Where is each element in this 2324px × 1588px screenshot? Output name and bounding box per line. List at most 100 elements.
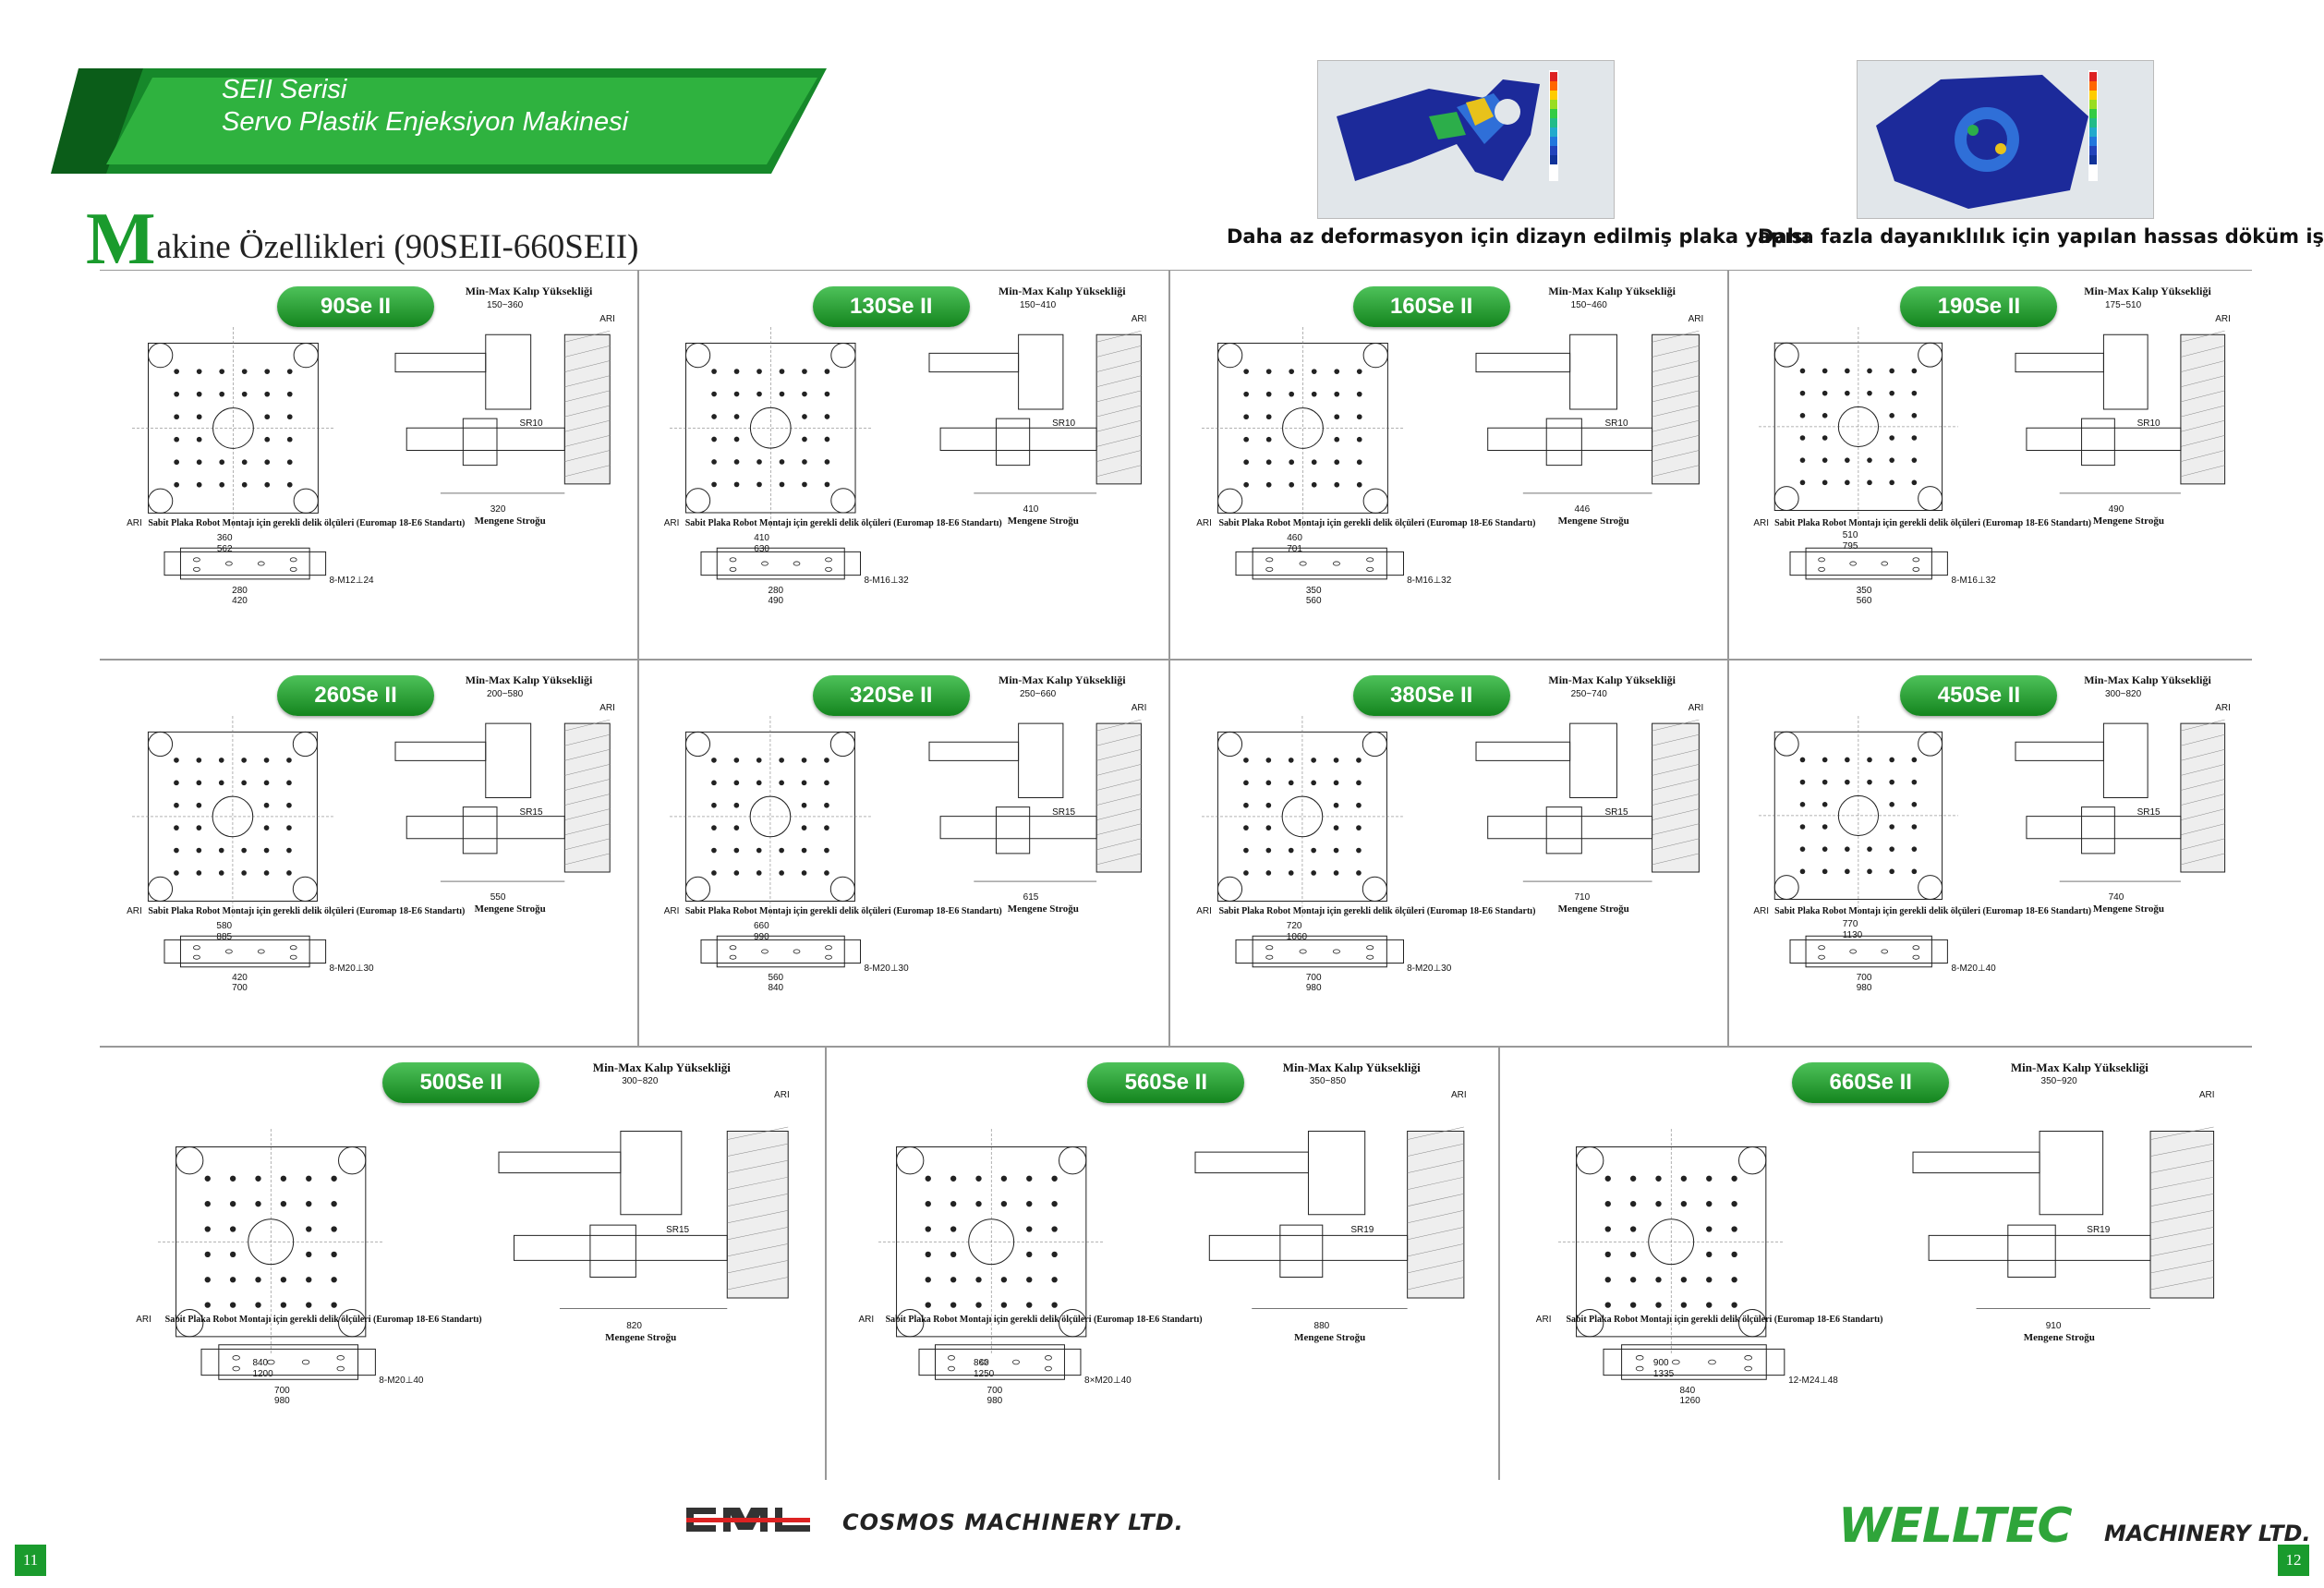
platen-dimension: 1200 — [252, 1369, 273, 1380]
platen-drawing — [1759, 716, 1958, 915]
ari-label: ARI — [1535, 1315, 1552, 1326]
platen-dimension: 562 — [216, 543, 233, 554]
fem-platen-image — [1317, 60, 1615, 219]
clamp-stroke-value: 550 — [490, 892, 506, 903]
grid-divider — [1727, 270, 1729, 1046]
tiebar-dimension: 410 — [754, 532, 769, 543]
page-title-text: akine Özellikleri (90SEII-660SEII) — [156, 228, 639, 266]
robot-dim-a: 420 — [232, 973, 248, 984]
platen-dimension: 885 — [216, 931, 233, 942]
robot-plate-drawing — [164, 932, 326, 971]
grid-divider — [637, 270, 639, 1046]
ari-label: ARI — [2198, 1090, 2215, 1100]
mold-height-range: 200~580 — [487, 689, 524, 699]
grid-divider — [100, 270, 2252, 271]
cml-logo — [679, 1504, 817, 1535]
platen-drawing — [1558, 1129, 1784, 1354]
platen-drawing — [1202, 716, 1403, 917]
sr-label: SR15 — [1052, 806, 1076, 818]
fem-caption-1: Daha az deformasyon için dizayn edilmiş … — [1227, 225, 1810, 248]
mold-height-range: 150~410 — [1020, 300, 1057, 310]
ari-label: ARI — [1450, 1090, 1467, 1100]
ari-label: ARI — [1688, 314, 1704, 324]
clamp-stroke-value: 446 — [1574, 504, 1591, 515]
clamp-stroke-value: 320 — [490, 504, 506, 515]
ari-label: ARI — [1753, 906, 1770, 917]
robot-dim-b: 560 — [1305, 595, 1322, 606]
robot-mount-note: Sabit Plaka Robot Montajı için gerekli d… — [684, 906, 1002, 917]
robot-dim-a: 700 — [986, 1386, 1003, 1397]
robot-plate-drawing — [701, 932, 861, 971]
grid-divider — [1498, 1046, 1500, 1480]
platen-dimension: 795 — [1842, 540, 1858, 552]
robot-mount-note: Sabit Plaka Robot Montajı için gerekli d… — [1218, 906, 1536, 917]
robot-mount-note: Sabit Plaka Robot Montajı için gerekli d… — [1218, 518, 1536, 529]
platen-dimension: 1335 — [1652, 1369, 1675, 1380]
page-number-left: 11 — [15, 1545, 46, 1576]
robot-dim-b: 1260 — [1679, 1396, 1701, 1407]
tiebar-dimension: 360 — [216, 532, 233, 543]
robot-plate-drawing — [1790, 932, 1947, 971]
side-profile-drawing — [1476, 705, 1711, 891]
model-badge-500se: 500Se II — [382, 1062, 540, 1103]
robot-dim-a: 700 — [1856, 973, 1872, 984]
sr-label: SR10 — [1604, 418, 1628, 430]
robot-dim-b: 700 — [232, 983, 248, 994]
platen-dimension: 1060 — [1286, 931, 1308, 942]
platen-dimension: 701 — [1287, 543, 1302, 554]
ari-label: ARI — [858, 1315, 875, 1326]
model-badge-320se: 320Se II — [812, 675, 970, 716]
platen-drawing — [1759, 327, 1958, 527]
ari-label: ARI — [127, 906, 142, 917]
welltec-subtitle: MACHINERY LTD. — [2104, 1521, 2311, 1546]
robot-dim-b: 980 — [274, 1396, 290, 1407]
robot-dim-b: 980 — [1305, 983, 1322, 994]
side-profile-drawing — [395, 316, 621, 503]
clamp-stroke-label: Mengene Stroğu — [1557, 903, 1629, 915]
page-title-initial: M — [86, 199, 156, 280]
model-badge-190se: 190Se II — [1900, 286, 2058, 327]
ari-label: ARI — [2215, 703, 2231, 713]
ari-label: ARI — [136, 1315, 151, 1326]
robot-bolt-spec: 8-M12⊥24 — [329, 576, 374, 587]
robot-dim-a: 700 — [274, 1386, 290, 1397]
platen-dimension: 990 — [754, 931, 769, 942]
platen-drawing — [1202, 327, 1404, 529]
platen-drawing — [670, 327, 872, 529]
ari-label: ARI — [127, 518, 142, 529]
model-badge-130se: 130Se II — [812, 286, 970, 327]
side-profile-drawing — [929, 316, 1153, 503]
clamp-stroke-label: Mengene Stroğu — [1007, 903, 1079, 915]
tiebar-dimension: 660 — [754, 920, 769, 931]
clamp-stroke-label: Mengene Stroğu — [1294, 1331, 1366, 1343]
sr-label: SR15 — [666, 1225, 690, 1236]
robot-dim-b: 980 — [986, 1396, 1003, 1407]
robot-bolt-spec: 8-M20⊥30 — [864, 963, 909, 974]
model-badge-160se: 160Se II — [1352, 286, 1510, 327]
ari-label: ARI — [1131, 314, 1147, 324]
mold-height-label: Min-Max Kalıp Yüksekliği — [465, 285, 593, 297]
robot-plate-drawing — [201, 1340, 375, 1384]
robot-bolt-spec: 8-M16⊥32 — [864, 576, 909, 587]
mold-height-range: 250~660 — [1020, 689, 1057, 699]
clamp-stroke-value: 615 — [1023, 892, 1039, 903]
platen-drawing — [132, 716, 333, 917]
clamp-stroke-label: Mengene Stroğu — [474, 515, 546, 527]
robot-plate-drawing — [1236, 544, 1404, 583]
side-profile-drawing — [929, 705, 1153, 891]
mold-height-range: 350~920 — [2040, 1076, 2077, 1086]
mold-height-label: Min-Max Kalıp Yüksekliği — [1548, 673, 1676, 686]
robot-bolt-spec: 8-M16⊥32 — [1951, 576, 1996, 587]
side-profile-drawing — [499, 1110, 804, 1319]
robot-dim-b: 980 — [1856, 983, 1872, 994]
sr-label: SR10 — [519, 418, 543, 430]
robot-bolt-spec: 8-M20⊥30 — [1407, 963, 1452, 974]
mold-height-range: 150~360 — [487, 300, 524, 310]
sr-label: SR15 — [1604, 806, 1628, 818]
clamp-stroke-value: 410 — [1023, 504, 1039, 515]
platen-dimension: 1250 — [973, 1369, 995, 1380]
mold-height-label: Min-Max Kalıp Yüksekliği — [999, 673, 1126, 686]
ari-label: ARI — [2215, 314, 2231, 324]
clamp-stroke-label: Mengene Stroğu — [1007, 515, 1079, 527]
model-badge-380se: 380Se II — [1352, 675, 1510, 716]
